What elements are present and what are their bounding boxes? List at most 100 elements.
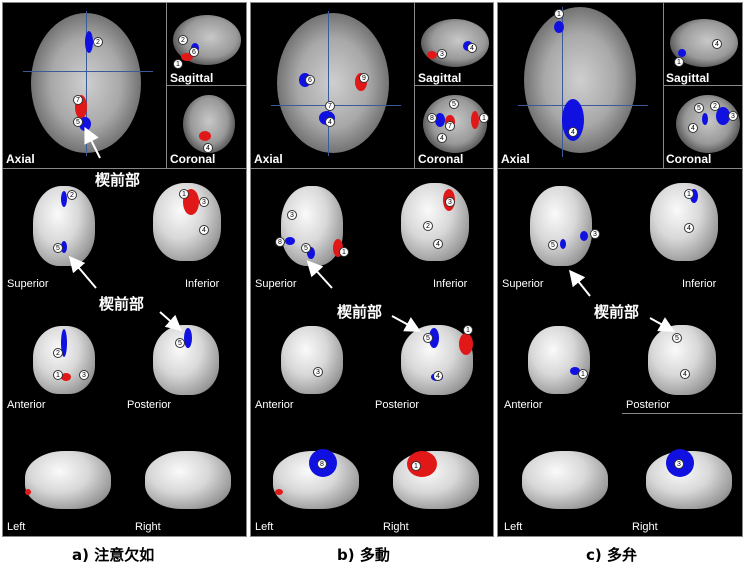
brain-render-inferior: [401, 183, 469, 261]
precuneus-callout: 楔前部: [95, 171, 141, 189]
anterior-label: Anterior: [504, 399, 543, 411]
region-number: 3: [79, 370, 89, 380]
region-number: 7: [325, 101, 335, 111]
region-number: 6: [189, 47, 199, 57]
axial-slice-image: [277, 13, 389, 153]
superior-label: Superior: [7, 278, 49, 290]
region-number: 5: [694, 103, 704, 113]
region-number: 4: [680, 369, 690, 379]
region-blob: [678, 49, 686, 57]
region-number: 3: [313, 367, 323, 377]
region-number: 2: [67, 190, 77, 200]
axial-label: Axial: [501, 152, 530, 166]
region-number: 1: [479, 113, 489, 123]
coronal-slice-image: [676, 95, 740, 153]
axial-label: Axial: [6, 152, 35, 166]
region-blob: [85, 31, 93, 53]
region-blob: [427, 51, 437, 59]
region-number: 9: [359, 73, 369, 83]
axial-label: Axial: [254, 152, 283, 166]
inferior-label: Inferior: [682, 278, 717, 290]
coronal-label: Coronal: [170, 152, 216, 166]
region-number: 1: [578, 369, 588, 379]
region-number: 4: [325, 117, 335, 127]
posterior-label: Posterior: [127, 399, 172, 411]
region-number: 4: [437, 133, 447, 143]
sagittal-label: Sagittal: [418, 71, 462, 85]
anterior-label: Anterior: [255, 399, 294, 411]
brain-render-left: [25, 451, 111, 509]
right-label: Right: [632, 521, 658, 533]
region-blob: [275, 489, 283, 495]
region-blob: [716, 107, 730, 125]
caption-c: c) 多弁: [586, 546, 637, 564]
region-number: 2: [710, 101, 720, 111]
region-blob: [690, 189, 698, 203]
region-blob: [580, 231, 588, 241]
region-number: 1: [179, 189, 189, 199]
coronal-label: Coronal: [418, 152, 464, 166]
region-number: 5: [53, 243, 63, 253]
region-number: 1: [173, 59, 183, 69]
left-label: Left: [504, 521, 523, 533]
region-blob: [702, 113, 708, 125]
brain-render-right: [145, 451, 231, 509]
region-number: 4: [684, 223, 694, 233]
region-number: 5: [301, 243, 311, 253]
superior-label: Superior: [502, 278, 544, 290]
region-blob: [562, 99, 584, 141]
region-blob: [435, 113, 445, 127]
region-blob: [61, 241, 67, 253]
region-blob: [199, 131, 211, 141]
region-number: 8: [317, 459, 327, 469]
brain-render-posterior: [648, 325, 716, 395]
region-number: 7: [73, 95, 83, 105]
superior-label: Superior: [255, 278, 297, 290]
region-number: 3: [199, 197, 209, 207]
region-blob: [333, 239, 343, 257]
brain-render-superior: [530, 186, 592, 266]
region-number: 5: [423, 333, 433, 343]
region-number: 5: [73, 117, 83, 127]
inferior-label: Inferior: [185, 278, 220, 290]
region-number: 5: [672, 333, 682, 343]
inferior-label: Inferior: [433, 278, 468, 290]
region-number: 1: [554, 9, 564, 19]
region-number: 3: [728, 111, 738, 121]
right-label: Right: [383, 521, 409, 533]
region-blob: [429, 328, 439, 348]
left-label: Left: [255, 521, 274, 533]
region-blob: [560, 239, 566, 249]
region-number: 8: [427, 113, 437, 123]
left-label: Left: [7, 521, 26, 533]
region-number: 4: [467, 43, 477, 53]
region-blob: [25, 489, 31, 495]
region-number: 4: [433, 371, 443, 381]
posterior-label: Posterior: [375, 399, 420, 411]
region-blob: [184, 328, 192, 348]
region-number: 4: [433, 239, 443, 249]
panel-hyperactivity: 6 9 7 4 Axial 3 4 Sagittal 5 8 7 1 4 Cor…: [250, 2, 494, 537]
region-number: 2: [178, 35, 188, 45]
region-number: 5: [548, 240, 558, 250]
coronal-label: Coronal: [666, 152, 712, 166]
precuneus-callout: 楔前部: [99, 295, 145, 313]
precuneus-callout: 楔前部: [594, 303, 640, 321]
region-number: 2: [93, 37, 103, 47]
region-number: 1: [53, 370, 63, 380]
region-blob: [554, 21, 564, 33]
region-number: 3: [287, 210, 297, 220]
region-blob: [181, 53, 193, 61]
region-number: 4: [688, 123, 698, 133]
region-blob: [61, 191, 67, 207]
region-number: 1: [684, 189, 694, 199]
region-blob: [285, 237, 295, 245]
region-number: 3: [590, 229, 600, 239]
region-blob: [459, 333, 473, 355]
region-number: 4: [712, 39, 722, 49]
brain-render-anterior: [281, 326, 343, 394]
region-number: 3: [674, 459, 684, 469]
sagittal-slice-image: [421, 19, 489, 67]
region-number: 3: [445, 197, 455, 207]
region-blob: [471, 111, 479, 129]
